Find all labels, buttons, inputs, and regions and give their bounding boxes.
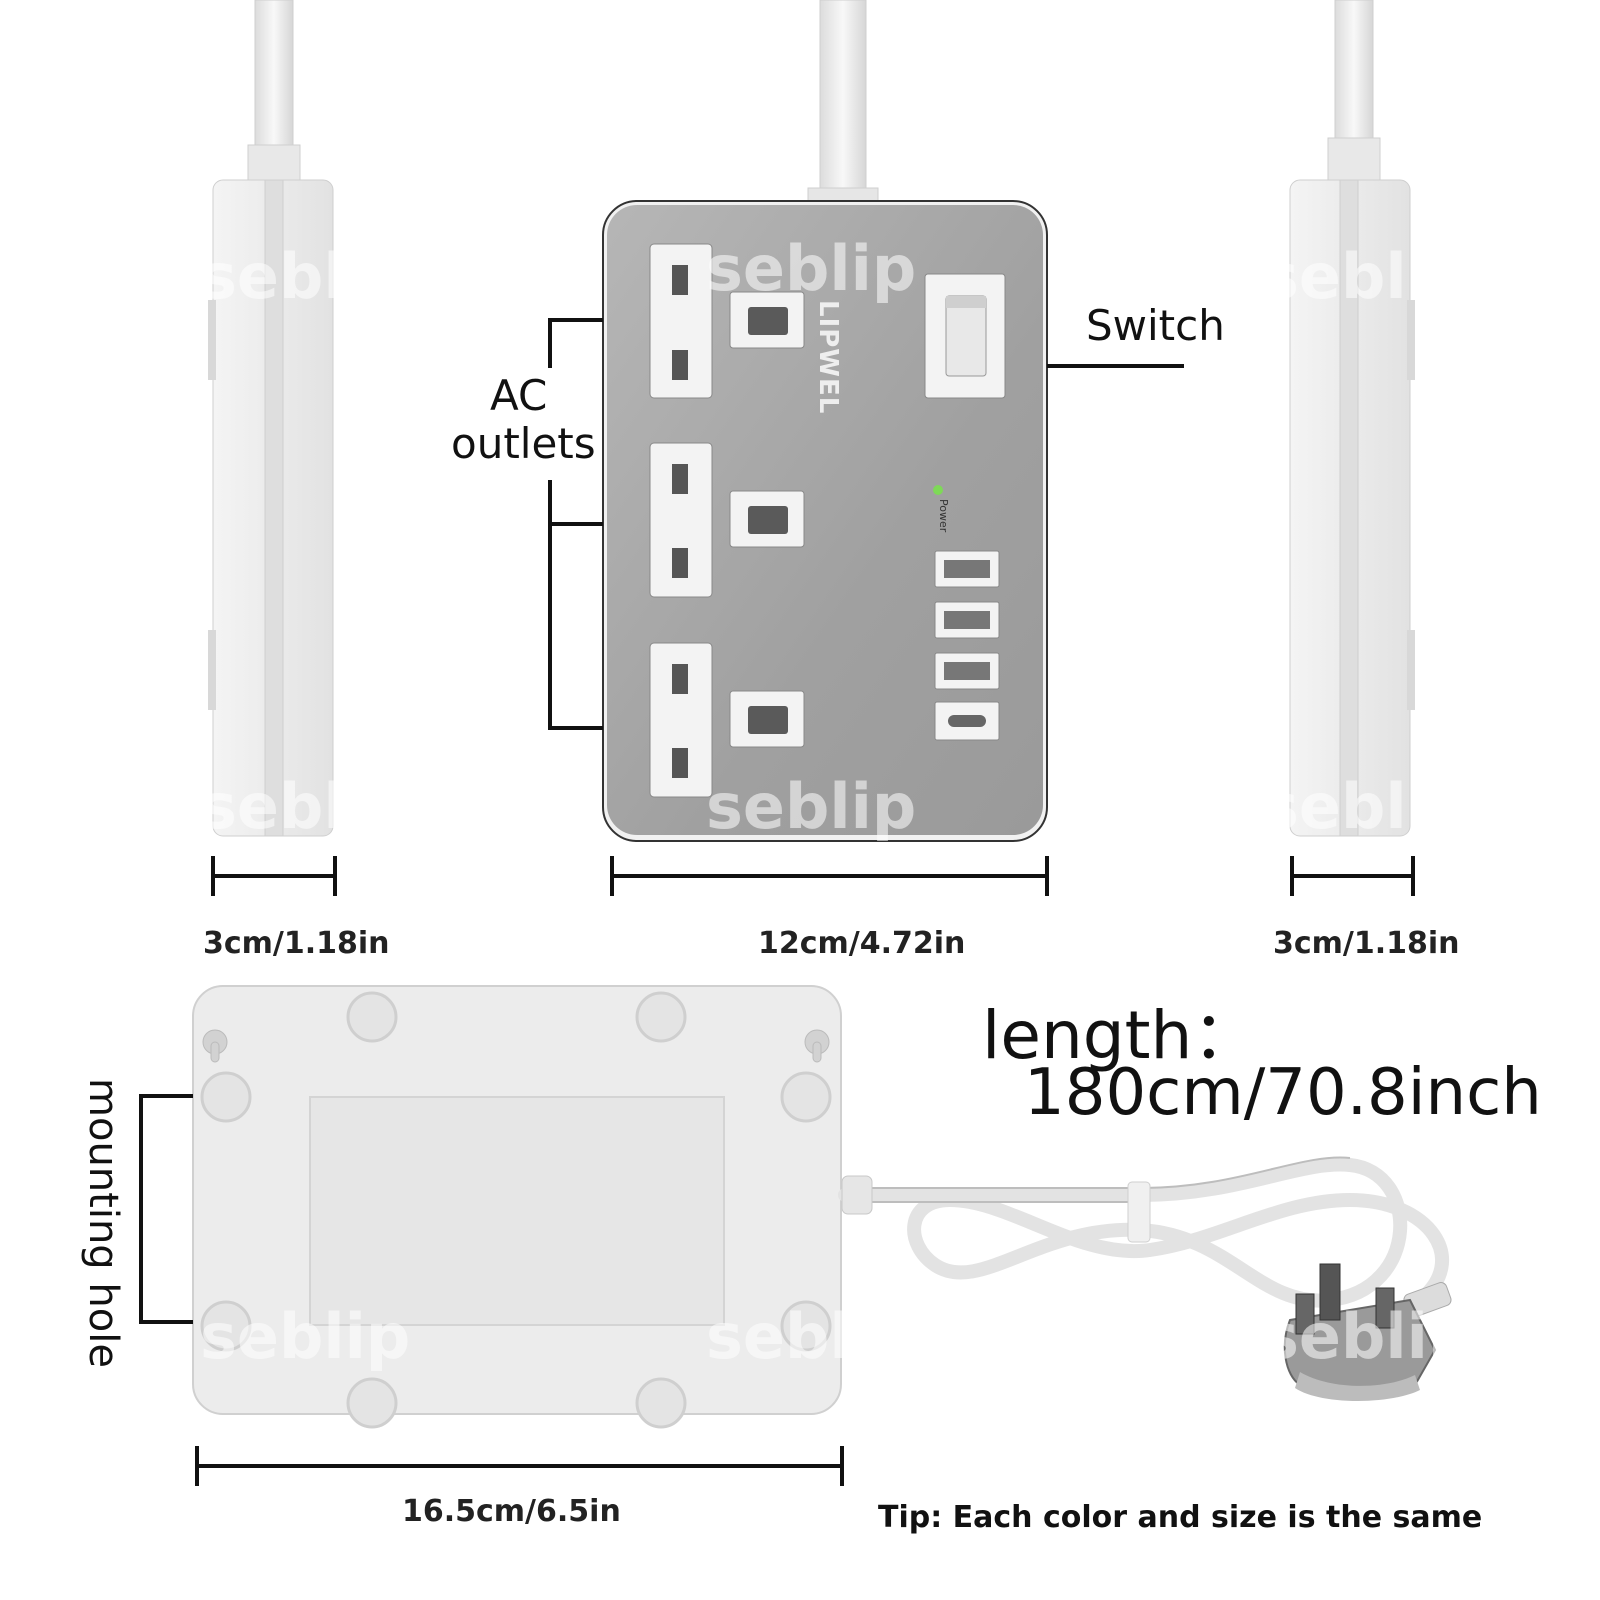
coiled-cable-outline — [845, 1156, 1351, 1203]
bottom-view — [192, 985, 842, 1429]
left-side-view — [208, 0, 334, 837]
usb-a-port-3 — [934, 652, 1000, 690]
power-indicator-label: Power — [937, 499, 950, 533]
front-view — [602, 0, 1048, 842]
rocker-switch — [924, 273, 1006, 399]
right-side-view — [1289, 0, 1415, 837]
left-depth-label: 3cm/1.18in — [203, 926, 390, 961]
cable-length-label: length： — [982, 997, 1259, 1074]
mounting-hole-right — [804, 1029, 830, 1063]
ac-outlets-label-line2: outlets — [451, 419, 596, 468]
usb-a-port-1 — [934, 550, 1000, 588]
cable-length-value: 180cm/70.8inch — [1024, 1056, 1542, 1130]
dimension-lines-top — [211, 856, 1415, 896]
mounting-hole-label: mounting hole — [80, 1078, 126, 1368]
usb-a-port-2 — [934, 601, 1000, 639]
power-led — [933, 485, 943, 495]
cable-strain-relief — [841, 1175, 873, 1215]
usb-c-port — [934, 701, 1000, 741]
mounting-hole-bracket — [139, 1094, 193, 1324]
bottom-width-label: 16.5cm/6.5in — [402, 1494, 621, 1529]
cable-tie — [1127, 1181, 1151, 1243]
tip-text: Tip: Each color and size is the same — [878, 1500, 1483, 1535]
rubber-feet — [200, 991, 832, 1429]
ac-outlets-bracket — [548, 318, 603, 730]
ac-outlets-label-line1: AC — [490, 371, 548, 420]
ac-outlet-2 — [649, 442, 805, 598]
right-depth-label: 3cm/1.18in — [1273, 926, 1460, 961]
mounting-hole-left — [202, 1029, 228, 1063]
coiled-cable — [838, 1157, 1449, 1308]
dimension-line-bottom — [195, 1446, 844, 1486]
ac-outlet-3 — [649, 642, 805, 798]
ac-outlet-1 — [649, 243, 805, 399]
uk-plug-icon — [1283, 1263, 1452, 1402]
brand-logo: LIPWEL — [813, 300, 843, 415]
switch-label: Switch — [1086, 301, 1225, 350]
front-width-label: 12cm/4.72in — [758, 926, 966, 961]
